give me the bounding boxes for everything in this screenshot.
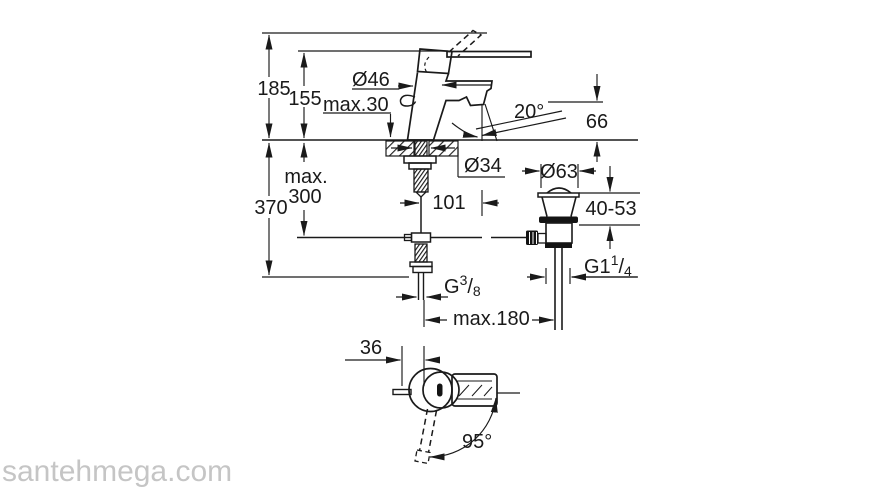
top-view-handle-end-dashed: [414, 449, 431, 465]
top-view-spout: [451, 373, 498, 407]
lever-horizontal: [446, 50, 532, 58]
body-left-edge: [406, 72, 419, 141]
label-hole-diameter: Ø34: [464, 155, 502, 177]
label-swivel-angle: 95°: [462, 431, 492, 453]
mounting-and-supply: [297, 155, 526, 300]
label-hose-max-word: max.: [284, 166, 327, 188]
supply-thread-section: [414, 243, 428, 263]
spout-angle-arc: [451, 122, 478, 138]
pop-up-lift-knob: [399, 94, 417, 107]
faucet-side-view: [399, 29, 532, 141]
waste-thread-sub: 4: [624, 263, 632, 279]
label-body-height: 155: [288, 88, 321, 110]
top-view-drawing: [392, 367, 498, 465]
label-deck-thickness: max.30: [323, 94, 389, 116]
supply-thread-slash: /: [467, 276, 473, 298]
waste-thread-base: G1: [584, 256, 611, 278]
label-supply-thread: G3/8: [444, 272, 481, 299]
supply-nut: [412, 265, 433, 274]
lever-pivot-arc-dashed: [424, 56, 430, 73]
top-view-cartridge-circle: [422, 371, 460, 409]
countertop-section: [385, 140, 459, 157]
drain-assembly: [526, 187, 580, 330]
ext-lines-clamp-range: [579, 192, 640, 226]
body-spout-outline: [432, 73, 493, 141]
waste-flange: [537, 192, 580, 198]
label-total-depth: 370: [254, 197, 287, 219]
label-spout-reach: 101: [432, 192, 465, 214]
label-total-height: 185: [257, 78, 290, 100]
label-rod-reach: max.180: [453, 308, 530, 330]
counter-slab-right: [428, 140, 459, 157]
faucet-lever: [424, 29, 532, 73]
waste-tailpipe: [554, 248, 563, 330]
spout-angle-leader-upper: [475, 110, 563, 130]
top-view-spout-hatch: [458, 384, 493, 397]
supply-thread-sub: 8: [473, 283, 481, 299]
ext-lines-waste-flange: [540, 164, 579, 188]
label-waste-thread: G11/4: [584, 252, 632, 279]
top-view-handle-dashed: [418, 408, 438, 453]
label-hose-max-value: 300: [288, 186, 321, 208]
waste-thread-sup: 1: [611, 252, 619, 268]
knob-connector: [537, 232, 547, 244]
mounting-shank-in-hole: [414, 140, 428, 157]
label-spout-height: 66: [586, 111, 608, 133]
swivel-angle-arc: [429, 397, 498, 461]
ext-lines-body-offset: [401, 346, 425, 386]
supply-thread-base: G: [444, 276, 460, 298]
supply-tube: [417, 272, 425, 300]
label-waste-clamp-range: 40-53: [585, 198, 636, 220]
waste-gasket: [539, 216, 578, 223]
supply-thread-sup: 3: [460, 272, 468, 288]
waste-plug-dome: [546, 187, 572, 194]
waste-thread-slash: /: [618, 256, 624, 278]
label-spout-angle: 20°: [514, 101, 544, 123]
spout-angle-leader-arrow: [481, 117, 567, 137]
ext-lines-waste-thread: [545, 268, 571, 284]
threaded-stud: [413, 168, 429, 193]
label-body-diameter: Ø46: [352, 69, 390, 91]
counter-slab-left: [385, 140, 415, 157]
top-view-lever-slot: [437, 383, 443, 397]
watermark-text: santehmega.com: [2, 455, 232, 488]
top-view-spout-lines: [456, 380, 492, 400]
waste-shoulder: [545, 243, 572, 248]
faucet-body: [399, 48, 493, 141]
waste-taper: [541, 196, 577, 217]
label-body-offset: 36: [360, 337, 382, 359]
label-waste-flange-diameter: Ø63: [540, 161, 578, 183]
knob-ridges: [529, 232, 537, 244]
dimension-labels: 185 155 max.30 Ø46 20° 66 Ø34 max. 300 3…: [254, 69, 636, 453]
stud-tip: [414, 191, 428, 198]
top-view-pin: [392, 388, 412, 396]
